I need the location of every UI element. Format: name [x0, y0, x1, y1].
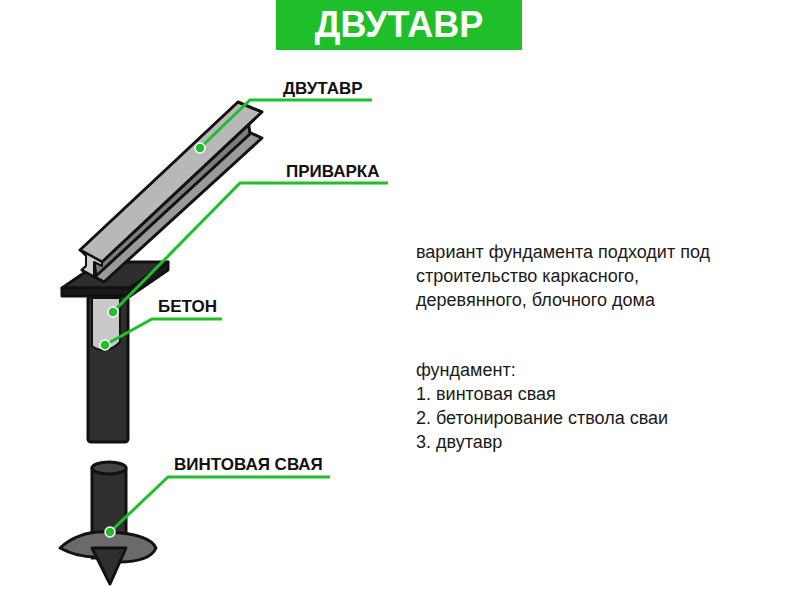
list-item: 3. двутавр — [416, 430, 502, 454]
description-note: вариант фундамента подходит под строител… — [416, 240, 716, 312]
concrete-fill — [92, 298, 120, 350]
leader-lines — [105, 100, 388, 532]
i-beam-top-flange — [80, 102, 262, 262]
title-banner: ДВУТАВР — [276, 0, 522, 50]
part-label: ДВУТАВР — [283, 79, 363, 99]
pile-tip — [92, 548, 126, 584]
list-heading: фундамент: — [416, 358, 516, 382]
list-item: 2. бетонирование ствола сваи — [416, 406, 668, 430]
part-label: БЕТОН — [158, 297, 217, 317]
pile-shaft — [88, 296, 128, 442]
leader-dots — [100, 143, 205, 537]
part-label: ВИНТОВАЯ СВАЯ — [174, 455, 323, 475]
part-label: ПРИВАРКА — [286, 162, 379, 182]
list-item: 1. винтовая свая — [416, 382, 556, 406]
